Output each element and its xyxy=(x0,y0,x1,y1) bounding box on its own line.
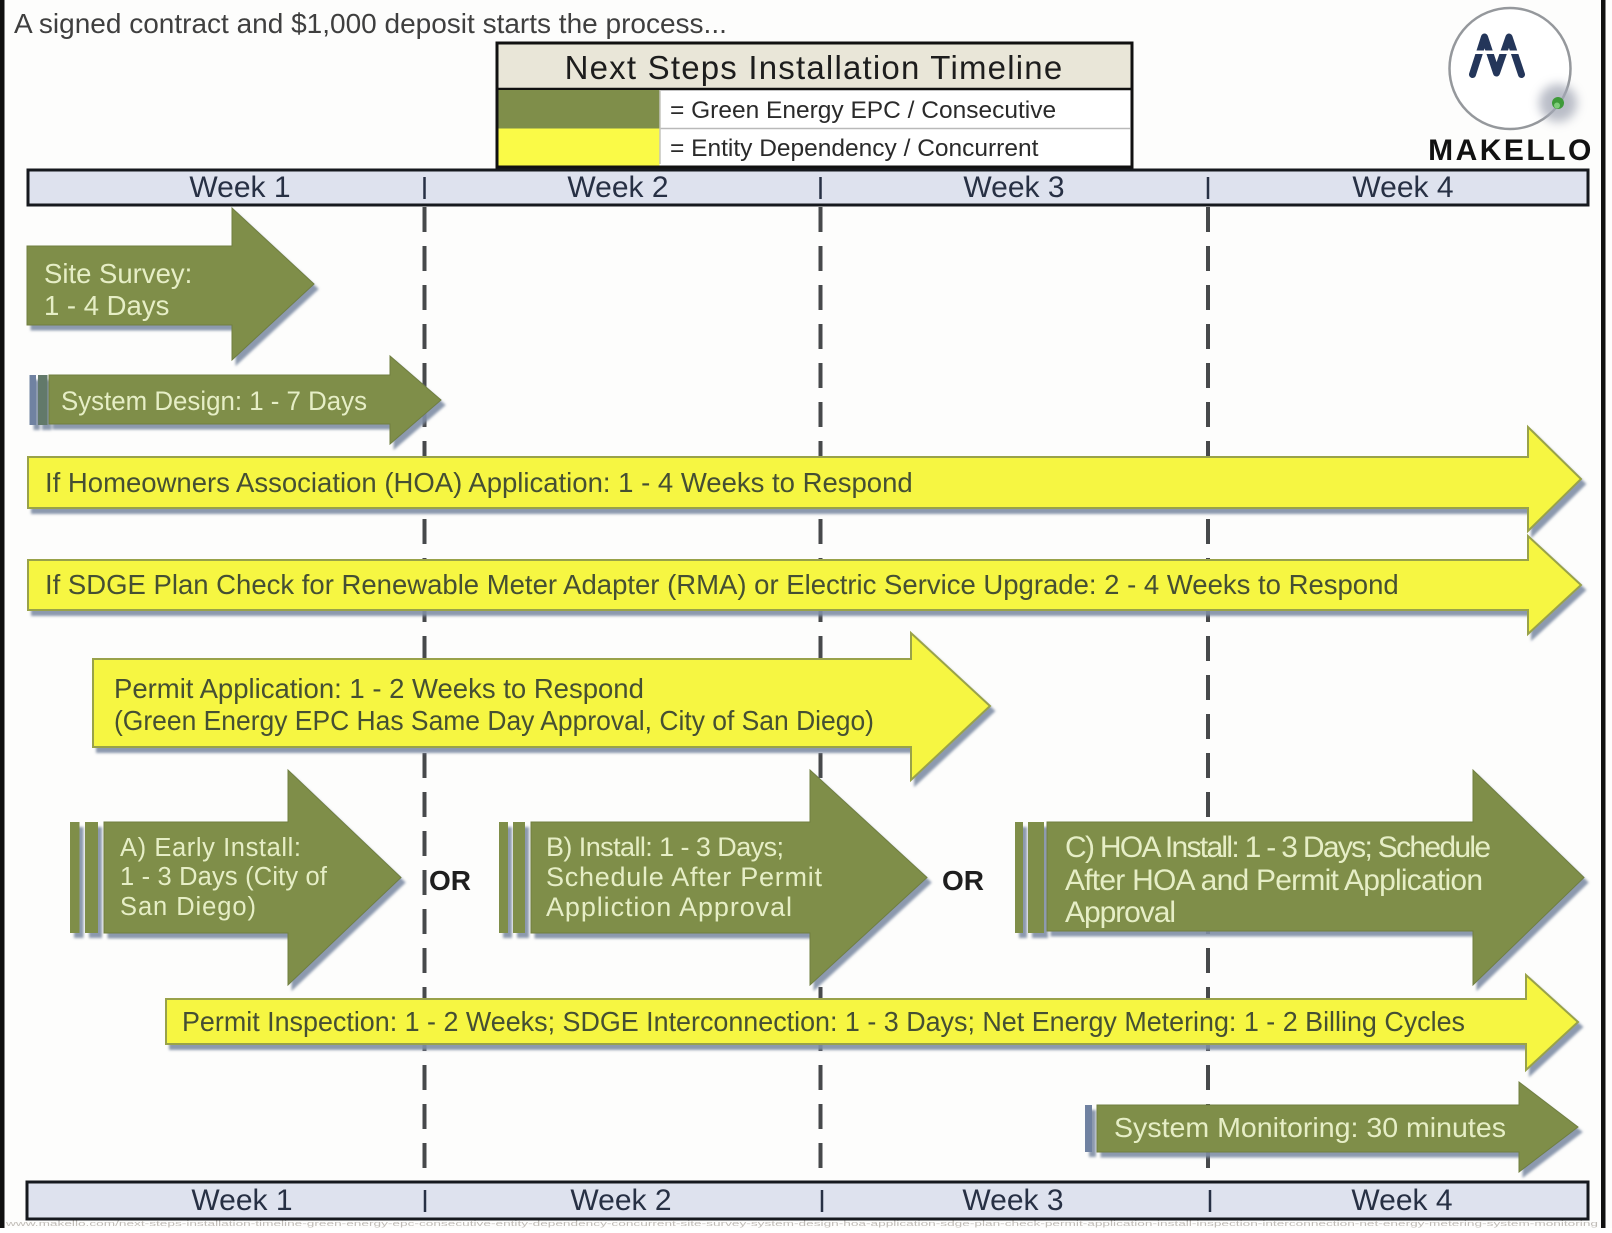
svg-text:OR: OR xyxy=(429,865,471,896)
svg-text:Week 2: Week 2 xyxy=(570,1184,671,1217)
svg-text:San Diego): San Diego) xyxy=(120,893,256,921)
svg-text:A) Early Install:: A) Early Install: xyxy=(120,834,301,862)
svg-text:System Design: 1 - 7 Days: System Design: 1 - 7 Days xyxy=(61,386,367,416)
svg-text:If SDGE Plan Check for Renewab: If SDGE Plan Check for Renewable Meter A… xyxy=(45,569,1399,600)
svg-text:Week 3: Week 3 xyxy=(962,1184,1063,1217)
svg-text:C) HOA Install: 1 - 3 Days; Sc: C) HOA Install: 1 - 3 Days; Schedule xyxy=(1065,831,1491,864)
svg-text:Permit Application: 1 - 2 Week: Permit Application: 1 - 2 Weeks to Respo… xyxy=(114,673,644,704)
svg-text:Schedule After Permit: Schedule After Permit xyxy=(546,862,822,892)
svg-text:Week 4: Week 4 xyxy=(1351,1184,1452,1217)
svg-text:Approval: Approval xyxy=(1065,896,1176,929)
svg-text:Week 4: Week 4 xyxy=(1352,171,1453,204)
svg-text:Week 3: Week 3 xyxy=(963,171,1064,204)
svg-text:Appliction Approval: Appliction Approval xyxy=(546,892,792,922)
svg-text:(Green Energy EPC Has Same Day: (Green Energy EPC Has Same Day Approval,… xyxy=(114,705,874,736)
svg-text:Next Steps Installation Timeli: Next Steps Installation Timeline xyxy=(565,49,1064,86)
svg-text:www.makello.com/next-steps-ins: www.makello.com/next-steps-installation-… xyxy=(4,1219,1598,1228)
svg-text:OR: OR xyxy=(942,865,984,896)
svg-text:Site Survey:: Site Survey: xyxy=(44,258,192,289)
svg-text:B) Install: 1 - 3 Days;: B) Install: 1 - 3 Days; xyxy=(546,832,784,862)
svg-text:1 - 4 Days: 1 - 4 Days xyxy=(44,290,169,321)
svg-text:Permit Inspection: 1 - 2 Weeks: Permit Inspection: 1 - 2 Weeks; SDGE Int… xyxy=(182,1006,1465,1037)
svg-text:A signed contract and $1,000 d: A signed contract and $1,000 deposit sta… xyxy=(14,8,727,39)
svg-text:If Homeowners Association (HOA: If Homeowners Association (HOA) Applicat… xyxy=(45,467,913,498)
svg-text:Week 1: Week 1 xyxy=(189,171,290,204)
svg-text:Week 1: Week 1 xyxy=(191,1184,292,1217)
svg-text:MAKELLO: MAKELLO xyxy=(1428,134,1594,167)
svg-text:Week 2: Week 2 xyxy=(567,171,668,204)
svg-text:System Monitoring: 30 minutes: System Monitoring: 30 minutes xyxy=(1114,1112,1506,1143)
svg-text:1 - 3 Days (City of: 1 - 3 Days (City of xyxy=(120,863,328,891)
svg-text:= Green Energy EPC / Consecuti: = Green Energy EPC / Consecutive xyxy=(670,97,1056,124)
svg-text:After HOA and Permit Applicati: After HOA and Permit Application xyxy=(1065,864,1483,897)
svg-text:= Entity Dependency / Concurre: = Entity Dependency / Concurrent xyxy=(670,135,1039,162)
